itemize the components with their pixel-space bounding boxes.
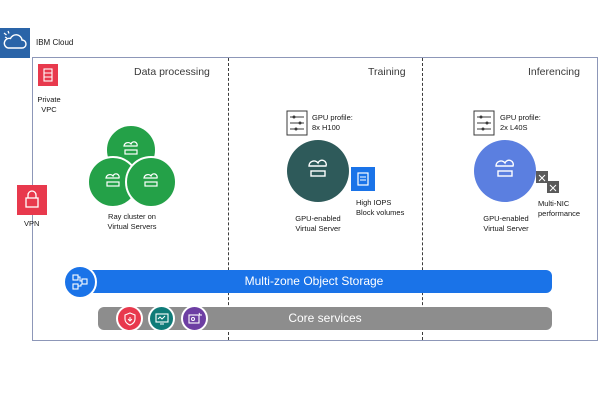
vpn-label: VPN <box>24 219 40 228</box>
network-icon <box>536 171 548 183</box>
ray-cluster-caption: Ray cluster on Virtual Servers <box>107 212 157 231</box>
vpn-icon <box>25 190 39 208</box>
training-gpu-profile: GPU profile: 8x H100 <box>312 113 353 132</box>
object-storage-label: Multi-zone Object Storage <box>244 274 384 288</box>
section-divider <box>422 58 423 340</box>
object-storage-badge <box>63 265 97 299</box>
object-storage-icon <box>72 274 88 290</box>
identity-icon <box>181 305 208 332</box>
server-stack-icon <box>43 68 53 82</box>
ray-node <box>125 156 177 208</box>
multi-nic-label: Multi-NIC performance <box>538 199 581 218</box>
gpu-config-icon <box>473 110 495 136</box>
server-icon <box>143 173 158 187</box>
ibm-cloud-badge <box>0 28 30 58</box>
monitoring-icon <box>148 305 175 332</box>
section-title-data-processing: Data processing <box>134 66 210 78</box>
training-virtual-server <box>287 140 349 202</box>
server-icon <box>105 173 120 187</box>
server-icon <box>495 159 514 177</box>
gpu-config-icon <box>286 110 308 136</box>
provider-name: IBM Cloud <box>36 38 74 47</box>
network-icon <box>547 181 559 193</box>
server-icon <box>123 141 138 155</box>
block-storage-icon <box>357 172 369 186</box>
server-icon <box>308 159 327 177</box>
inferencing-gpu-profile: GPU profile: 2x L40S <box>500 113 541 132</box>
section-divider <box>228 58 229 340</box>
block-storage-badge <box>351 167 375 191</box>
private-vpc-badge <box>38 64 58 86</box>
cloud-icon <box>3 30 27 49</box>
private-vpc-label: Private VPC <box>37 95 61 114</box>
core-services-bar: Core services <box>98 307 552 330</box>
block-volumes-label: High IOPS Block volumes <box>356 198 405 217</box>
core-services-label: Core services <box>288 311 362 325</box>
object-storage-bar: Multi-zone Object Storage <box>76 270 552 293</box>
training-server-caption: GPU-enabled Virtual Server <box>295 214 341 233</box>
inferencing-virtual-server <box>474 140 536 202</box>
security-icon <box>116 305 143 332</box>
section-title-training: Training <box>368 66 406 78</box>
inferencing-server-caption: GPU-enabled Virtual Server <box>483 214 529 233</box>
vpn-badge <box>17 185 47 215</box>
section-title-inferencing: Inferencing <box>528 66 580 78</box>
